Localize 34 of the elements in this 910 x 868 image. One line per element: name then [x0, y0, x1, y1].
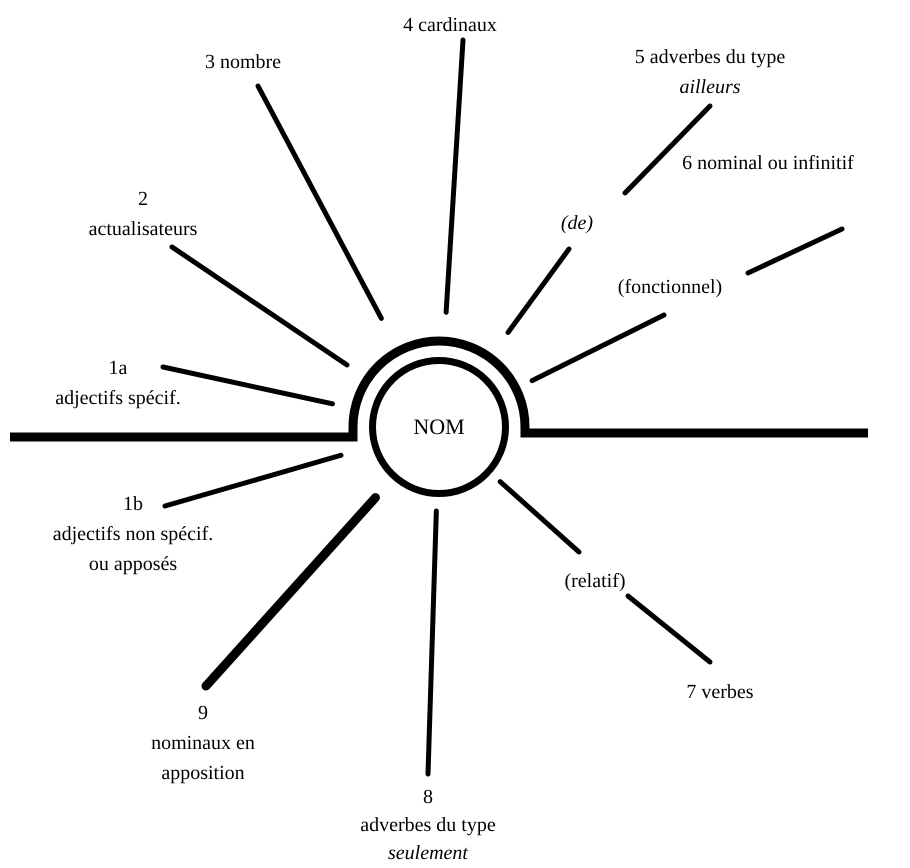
- category-heading: 8: [423, 785, 433, 810]
- category-label: actualisateurs: [88, 217, 198, 242]
- connector-line: [444, 38, 466, 315]
- connector-line: [622, 104, 712, 196]
- category-label: adjectifs non spécif. ou apposés: [52, 522, 214, 577]
- category-label: 4 cardinaux: [403, 13, 497, 38]
- category-label: 7 verbes: [686, 680, 754, 705]
- category-label: 3 nombre: [204, 50, 282, 75]
- category-heading: 9: [198, 701, 208, 726]
- connector-line: [160, 364, 335, 406]
- connector-line: [746, 226, 844, 276]
- category-label: (fonctionnel): [618, 275, 722, 300]
- category-label: 6 nominal ou infinitif: [682, 151, 854, 176]
- category-label: (relatif): [564, 569, 626, 594]
- connector-line: [426, 508, 439, 776]
- connector-line: [162, 452, 344, 508]
- category-heading: 5 adverbes du type: [634, 45, 786, 70]
- noun-label: NOM: [413, 414, 465, 440]
- category-heading: 1a: [108, 356, 128, 381]
- category-heading: 2: [138, 187, 148, 212]
- connector-line: [498, 479, 582, 554]
- connector-line: [506, 246, 572, 336]
- category-label: adjectifs spécif.: [55, 386, 181, 411]
- category-heading: 1b: [123, 492, 143, 517]
- category-label: adverbes du type: [360, 813, 496, 838]
- category-label: seulement: [388, 841, 468, 866]
- category-label: nominaux en apposition: [150, 731, 256, 786]
- connector-line: [626, 594, 712, 664]
- connector-line: [256, 84, 384, 321]
- connector-line: [170, 244, 350, 368]
- category-label: ailleurs: [679, 75, 741, 100]
- thick-connector-line: [202, 493, 380, 690]
- connector-line: [530, 312, 666, 384]
- category-label: (de): [560, 211, 594, 236]
